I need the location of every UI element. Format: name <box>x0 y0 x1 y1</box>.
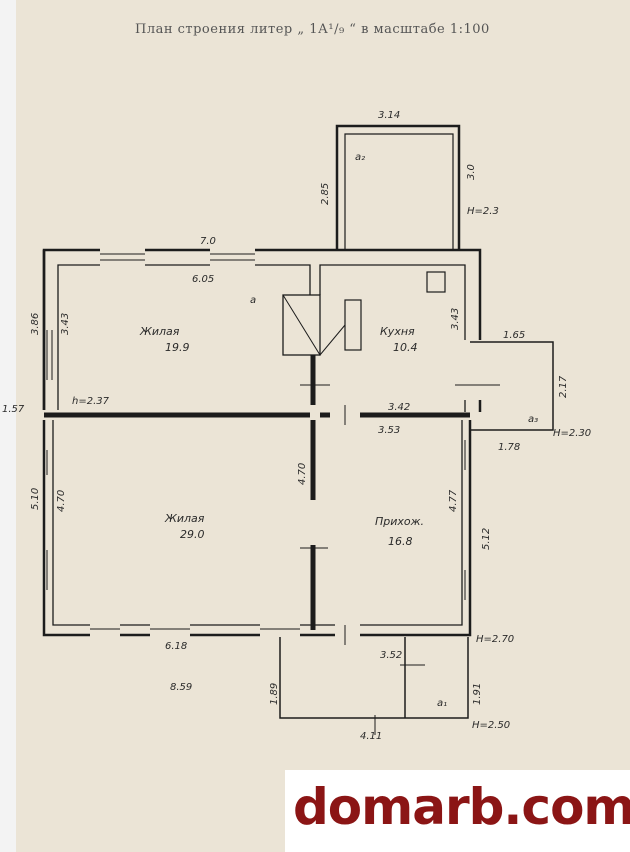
dimension: 1.57 <box>2 404 25 415</box>
dimension: 2.85 <box>320 183 331 205</box>
dimension: 8.59 <box>170 682 192 693</box>
watermark-text: domarb.com <box>293 778 630 836</box>
cooktop <box>426 271 446 293</box>
dimension: 3.43 <box>60 313 71 335</box>
dimension: 1.65 <box>503 330 525 341</box>
room-area: 16.8 <box>388 535 413 548</box>
dimension: 4.70 <box>297 463 308 485</box>
dimension: 3.52 <box>380 650 402 661</box>
annex-a2-walls <box>335 124 461 250</box>
dimension: 4.70 <box>56 490 67 512</box>
annex-a1-walls <box>279 637 469 719</box>
dimension: 3.43 <box>450 308 461 330</box>
dimension: 3.14 <box>378 110 400 121</box>
dimension: 6.05 <box>192 274 214 285</box>
walls <box>42 124 554 735</box>
room-name: Прихож. <box>375 515 424 528</box>
dimension: 3.86 <box>30 313 41 335</box>
dimension: 1.89 <box>269 683 280 705</box>
dimension: 5.10 <box>30 488 41 510</box>
paper-sheet <box>16 0 630 852</box>
annex-label: а <box>250 295 256 306</box>
dimension: 2.17 <box>558 375 569 398</box>
dimension: 4.77 <box>448 489 459 512</box>
room-name: Кухня <box>380 325 415 338</box>
annex-label: а₁ <box>437 698 447 709</box>
plan-title: План строения литер „ 1А¹/₉ “ в масштабе… <box>135 22 490 37</box>
dimension: H=2.50 <box>472 720 510 731</box>
annex-a3-walls <box>470 341 554 431</box>
outer-wall <box>42 250 472 637</box>
dimension: 6.18 <box>165 641 187 652</box>
watermark: domarb.com <box>285 770 630 852</box>
sink <box>344 299 362 351</box>
room-name: Жилая <box>164 512 205 525</box>
stove <box>282 294 321 356</box>
dimension: 7.0 <box>200 236 216 247</box>
dimension: h=2.37 <box>72 396 110 407</box>
dimension: 1.91 <box>472 683 483 705</box>
room-area: 10.4 <box>393 341 418 354</box>
room-area: 29.0 <box>180 528 205 541</box>
dimension: 4.11 <box>360 731 382 742</box>
dimension: 3.53 <box>378 425 400 436</box>
annex-label: а₂ <box>355 152 365 163</box>
dimension: 1.78 <box>498 442 520 453</box>
dimension: 3.0 <box>466 164 477 180</box>
dimension: H=2.3 <box>467 206 499 217</box>
dimension: H=2.30 <box>553 428 591 439</box>
dimension: 5.12 <box>481 528 492 550</box>
room-name: Жилая <box>139 325 180 338</box>
labels: Жилая 19.9 Кухня 10.4 Жилая 29.0 Прихож.… <box>2 110 591 742</box>
annex-label: а₃ <box>528 414 538 425</box>
dimension: H=2.70 <box>476 634 514 645</box>
room-area: 19.9 <box>165 341 190 354</box>
dimension: 3.42 <box>388 402 410 413</box>
